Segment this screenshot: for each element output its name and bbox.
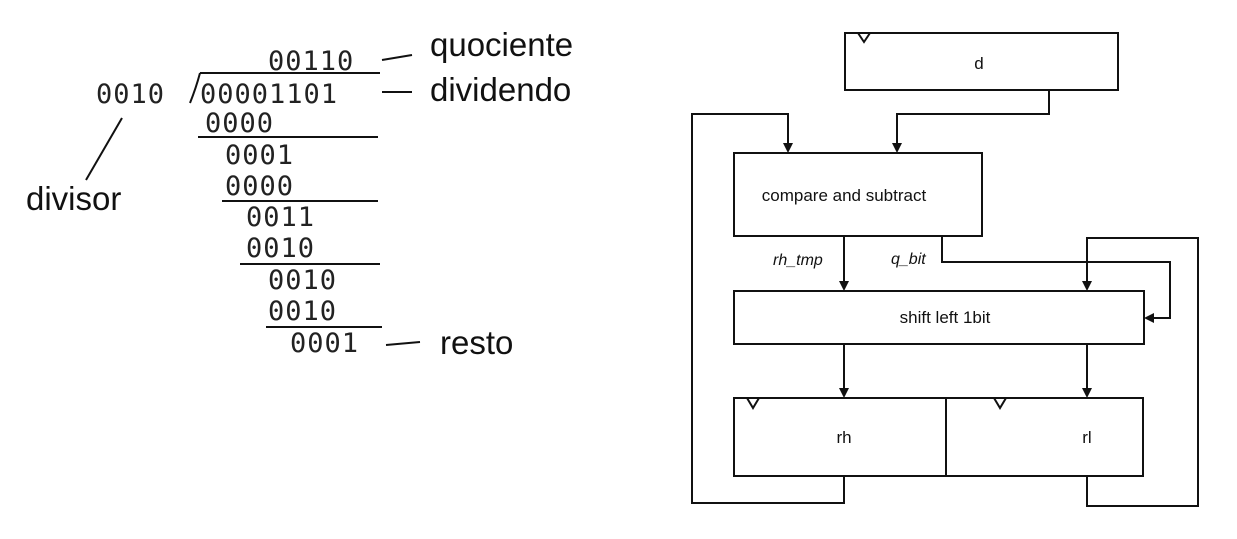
remainder-value: 0001	[290, 328, 359, 359]
register-rl-label: rl	[1082, 428, 1091, 447]
divisor-value: 0010	[96, 79, 165, 110]
quotient-value: 00110	[268, 46, 354, 77]
step-3: 0000	[225, 171, 294, 202]
q-bit-label: q_bit	[891, 251, 926, 268]
rl-feedback-arrow	[1082, 237, 1199, 507]
quotient-label: quociente	[430, 26, 573, 63]
register-rh-label: rh	[836, 428, 851, 447]
rh-tmp-label: rh_tmp	[773, 252, 823, 269]
divisor-label: divisor	[26, 180, 121, 217]
d-to-compare-arrow	[892, 90, 1050, 153]
quotient-leader-line	[381, 54, 413, 61]
divisor-leader-line	[85, 117, 123, 181]
q-bit-arrow	[941, 236, 1171, 323]
division-bracket	[189, 72, 201, 104]
register-d-clock-marker	[857, 32, 871, 44]
dividend-label: dividendo	[430, 71, 571, 108]
rh-feedback-arrow	[691, 113, 845, 504]
register-d-block	[844, 32, 1119, 91]
shift-left-block	[733, 290, 1145, 345]
step-2: 0001	[225, 140, 294, 171]
step-5: 0010	[246, 233, 315, 264]
compare-subtract-label: compare and subtract	[762, 186, 927, 205]
register-d-label: d	[974, 54, 983, 73]
register-rh-block	[733, 397, 947, 477]
hardware-diagram: d compare and subtract shift left 1bit r…	[691, 32, 1199, 507]
step-4: 0011	[246, 202, 315, 233]
step-6: 0010	[268, 265, 337, 296]
step-1: 0000	[205, 108, 274, 139]
remainder-leader-line	[385, 341, 421, 346]
register-rl-clock-marker	[993, 397, 1007, 410]
shift-left-label: shift left 1bit	[900, 308, 991, 327]
register-rl-block	[945, 397, 1144, 477]
dividend-value: 00001101	[200, 79, 338, 110]
remainder-label: resto	[440, 324, 513, 361]
step-7: 0010	[268, 296, 337, 327]
long-division: 00110 quociente 0010 00001101 dividendo …	[26, 26, 573, 361]
register-rh-clock-marker	[746, 397, 760, 410]
compare-subtract-block	[733, 152, 983, 237]
